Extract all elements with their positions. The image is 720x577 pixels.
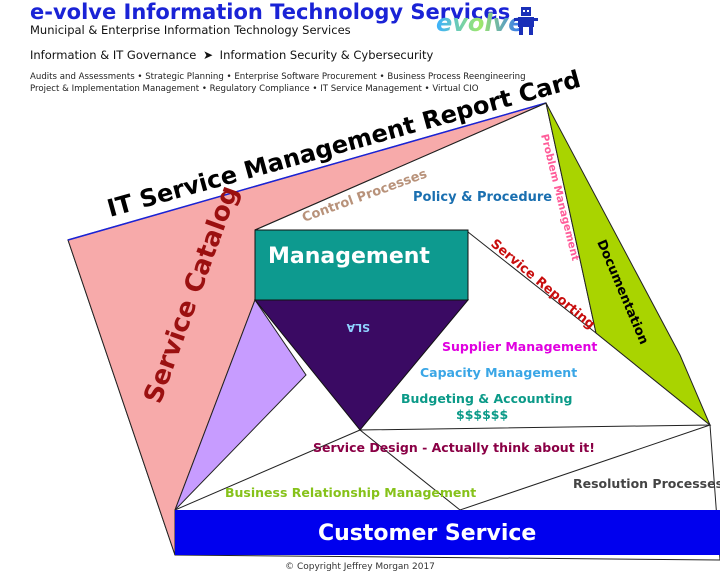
- service-design-label: Service Design - Actually think about it…: [313, 440, 595, 455]
- copyright-notice: © Copyright Jeffrey Morgan 2017: [285, 562, 435, 572]
- company-name: e-volve Information Technology Services: [30, 0, 511, 24]
- documentation-region: [545, 102, 711, 426]
- bird-icon: ➤: [202, 48, 214, 62]
- dollars-label: $$$$$$: [456, 407, 508, 422]
- robot-mascot-icon: [514, 7, 538, 35]
- sla-label: SLA: [346, 321, 370, 334]
- budgeting-accounting-label: Budgeting & Accounting: [401, 391, 573, 406]
- resolution-processes-label: Resolution Processes: [573, 476, 720, 491]
- logo-wordmark: evolve: [436, 9, 525, 37]
- management-box: [254, 229, 469, 301]
- business-relationship-label: Business Relationship Management: [225, 485, 476, 500]
- title-underline: [67, 102, 547, 241]
- policy-procedure-label: Policy & Procedure: [413, 190, 552, 205]
- customer-service-label: Customer Service: [318, 521, 536, 546]
- customer-service-bar: [175, 510, 720, 555]
- focus-security: Information Security & Cybersecurity: [219, 48, 434, 62]
- evolve-logo: evolve: [436, 7, 538, 37]
- capacity-management-label: Capacity Management: [420, 365, 577, 380]
- company-tagline: Municipal & Enterprise Information Techn…: [30, 23, 351, 37]
- services-line-1: Audits and Assessments • Strategic Plann…: [30, 72, 526, 82]
- focus-governance: Information & IT Governance: [30, 48, 197, 62]
- focus-areas: Information & IT Governance ➤ Informatio…: [30, 48, 433, 62]
- management-label: Management: [268, 244, 430, 269]
- supplier-management-label: Supplier Management: [442, 339, 597, 354]
- services-line-2: Project & Implementation Management • Re…: [30, 84, 479, 94]
- lilac-region: [174, 298, 307, 511]
- lower-region-boundary: [174, 424, 711, 511]
